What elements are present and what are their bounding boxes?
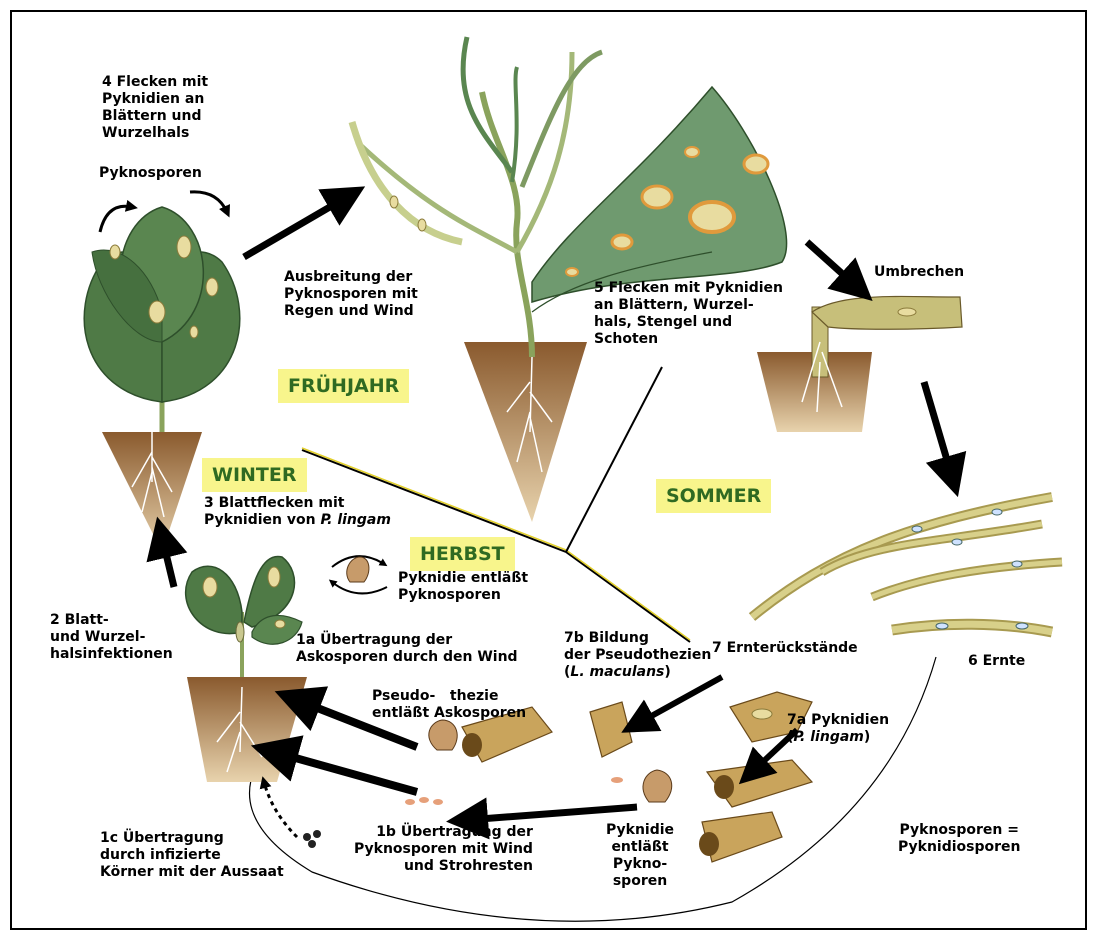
season-label-herbst: HERBST: [410, 537, 515, 571]
arrow-3-to-4: [162, 537, 174, 587]
label-7b-species: L. maculans: [570, 664, 664, 680]
season-label-sommer: SOMMER: [656, 479, 771, 513]
season-divider: [566, 367, 662, 552]
arrow-1c: [264, 782, 297, 837]
arrow-pseudothezie: [274, 752, 417, 792]
label-7b: 7b Bildung der Pseudothezien (L. maculan…: [564, 630, 711, 681]
pyknidie-release-illustration: [332, 556, 387, 593]
season-divider: [566, 552, 690, 642]
arrow-1b: [467, 807, 637, 820]
label-umbrechen: Umbrechen: [874, 264, 964, 281]
arrow-7-to-7b: [637, 677, 722, 724]
arrow-5-to-umbrechen: [807, 242, 857, 287]
label-pyknosporen-equals: Pyknosporen =Pyknidiosporen: [898, 822, 1021, 856]
label-3-blattflecken: 3 Blattflecken mit Pyknidien von P. ling…: [204, 495, 391, 529]
label-pyknosporen-top: Pyknosporen: [99, 165, 202, 182]
seedling-infected-illustration: [186, 556, 307, 782]
harvest-pods-illustration: [752, 497, 1062, 632]
arrow-4-to-5: [244, 197, 347, 257]
label-3-species: P. lingam: [320, 512, 390, 528]
pyknosporen-spread-arrow: [190, 192, 227, 212]
season-label-winter: WINTER: [202, 458, 307, 492]
season-divider: [566, 550, 690, 640]
label-7-ernterueckstaende: 7 Ernterückstände: [712, 640, 858, 657]
label-6-ernte: 6 Ernte: [968, 653, 1025, 670]
label-7a-species: P. lingam: [793, 729, 863, 745]
life-cycle-illustration: [12, 12, 1085, 928]
pyknosporen-spread-arrow: [100, 206, 132, 232]
season-label-fruehjahr: FRÜHJAHR: [278, 369, 409, 403]
diagram-frame: FRÜHJAHR WINTER SOMMER HERBST 4 Flecken …: [10, 10, 1087, 930]
label-7a: 7a Pyknidien (P. lingam): [787, 712, 889, 746]
label-2-blatt: 2 Blatt-und Wurzel-halsinfektionen: [50, 612, 173, 663]
cycle-arc: [250, 657, 937, 921]
arrow-umbrechen-to-ernte: [924, 382, 952, 477]
